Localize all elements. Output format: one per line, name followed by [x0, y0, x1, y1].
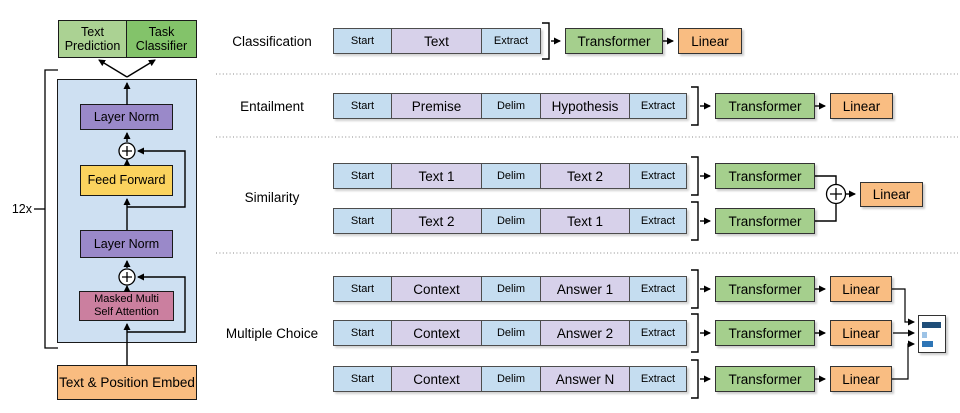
similarity-linear: Linear — [860, 182, 923, 207]
bracket-multiple-choice-3 — [691, 359, 699, 399]
token-start: Start — [333, 93, 392, 119]
text-position-embed-block: Text & Position Embed — [57, 365, 197, 400]
similarity-input-sequence-2: Start Text 2 Delim Text 1 Extract — [333, 208, 687, 234]
multiple-choice-transformer-3: Transformer — [715, 366, 815, 392]
multiple-choice-linear-2: Linear — [830, 320, 892, 346]
token-start: Start — [333, 320, 392, 346]
token-delim: Delim — [481, 208, 541, 234]
token-extract: Extract — [629, 93, 687, 119]
layer-norm-bottom-block: Layer Norm — [80, 230, 173, 258]
similarity-transformer-1: Transformer — [715, 163, 815, 189]
repeat-12x-label: 12x — [11, 202, 32, 216]
token-text1: Text 1 — [391, 163, 482, 189]
token-extract: Extract — [629, 163, 687, 189]
bracket-similarity-1 — [691, 156, 699, 196]
token-extract: Extract — [629, 366, 687, 392]
entailment-linear: Linear — [830, 93, 893, 119]
similarity-label: Similarity — [244, 190, 300, 205]
feed-forward-block: Feed Forward — [80, 165, 173, 196]
token-delim: Delim — [481, 366, 541, 392]
token-context: Context — [391, 366, 482, 392]
token-start: Start — [333, 208, 392, 234]
token-text2: Text 2 — [540, 163, 630, 189]
score-bar-1 — [922, 322, 941, 328]
arrow-to-text-prediction — [98, 59, 128, 78]
multiple-choice-transformer-2: Transformer — [715, 320, 815, 346]
text-prediction-head: Text Prediction — [58, 20, 127, 58]
token-start: Start — [333, 366, 392, 392]
token-context: Context — [391, 320, 482, 346]
multiple-choice-transformer-1: Transformer — [715, 276, 815, 302]
layer-norm-top-block: Layer Norm — [80, 104, 173, 130]
classification-linear: Linear — [678, 28, 742, 54]
token-extract: Extract — [629, 320, 687, 346]
token-start: Start — [333, 276, 392, 302]
token-delim: Delim — [481, 320, 541, 346]
token-text2: Text 2 — [391, 208, 482, 234]
score-connectors — [892, 288, 915, 380]
token-premise: Premise — [391, 93, 482, 119]
plus-icon — [830, 188, 842, 200]
token-answer1: Answer 1 — [540, 276, 630, 302]
entailment-transformer: Transformer — [715, 93, 815, 119]
token-hypothesis: Hypothesis — [540, 93, 630, 119]
classification-transformer: Transformer — [565, 28, 663, 54]
similarity-input-sequence-1: Start Text 1 Delim Text 2 Extract — [333, 163, 687, 189]
bracket-entailment — [691, 86, 699, 126]
token-text1: Text 1 — [540, 208, 630, 234]
masked-multi-self-attention-block: Masked Multi Self Attention — [79, 291, 174, 321]
bracket-multiple-choice-2 — [691, 313, 699, 353]
similarity-transformer-2: Transformer — [715, 208, 815, 234]
classification-label: Classification — [232, 34, 312, 49]
score-bar-3 — [922, 341, 933, 347]
task-classifier-head: Task Classifier — [126, 20, 197, 58]
token-text: Text — [391, 28, 482, 54]
repeat-bracket — [34, 69, 58, 349]
multiple-choice-label: Multiple Choice — [225, 326, 319, 341]
score-bar-2 — [922, 332, 927, 338]
token-extract: Extract — [481, 28, 541, 54]
answer-score-box — [918, 315, 946, 353]
token-context: Context — [391, 276, 482, 302]
token-delim: Delim — [481, 276, 541, 302]
multiple-choice-input-sequence-2: Start Context Delim Answer 2 Extract — [333, 320, 687, 346]
token-start: Start — [333, 28, 392, 54]
token-delim: Delim — [481, 93, 541, 119]
bracket-multiple-choice-1 — [691, 269, 699, 309]
token-extract: Extract — [629, 208, 687, 234]
token-extract: Extract — [629, 276, 687, 302]
entailment-input-sequence: Start Premise Delim Hypothesis Extract — [333, 93, 687, 119]
similarity-add-circle — [825, 183, 847, 205]
bracket-classification — [542, 22, 550, 60]
token-delim: Delim — [481, 163, 541, 189]
entailment-label: Entailment — [240, 99, 304, 114]
arrow-to-task-classifier — [126, 59, 156, 78]
multiple-choice-input-sequence-1: Start Context Delim Answer 1 Extract — [333, 276, 687, 302]
multiple-choice-linear-3: Linear — [830, 366, 892, 392]
multiple-choice-input-sequence-3: Start Context Delim Answer N Extract — [333, 366, 687, 392]
bracket-similarity-2 — [691, 201, 699, 241]
token-start: Start — [333, 163, 392, 189]
classification-input-sequence: Start Text Extract — [333, 28, 541, 54]
token-answer2: Answer 2 — [540, 320, 630, 346]
multiple-choice-linear-1: Linear — [830, 276, 892, 302]
token-answerN: Answer N — [540, 366, 630, 392]
